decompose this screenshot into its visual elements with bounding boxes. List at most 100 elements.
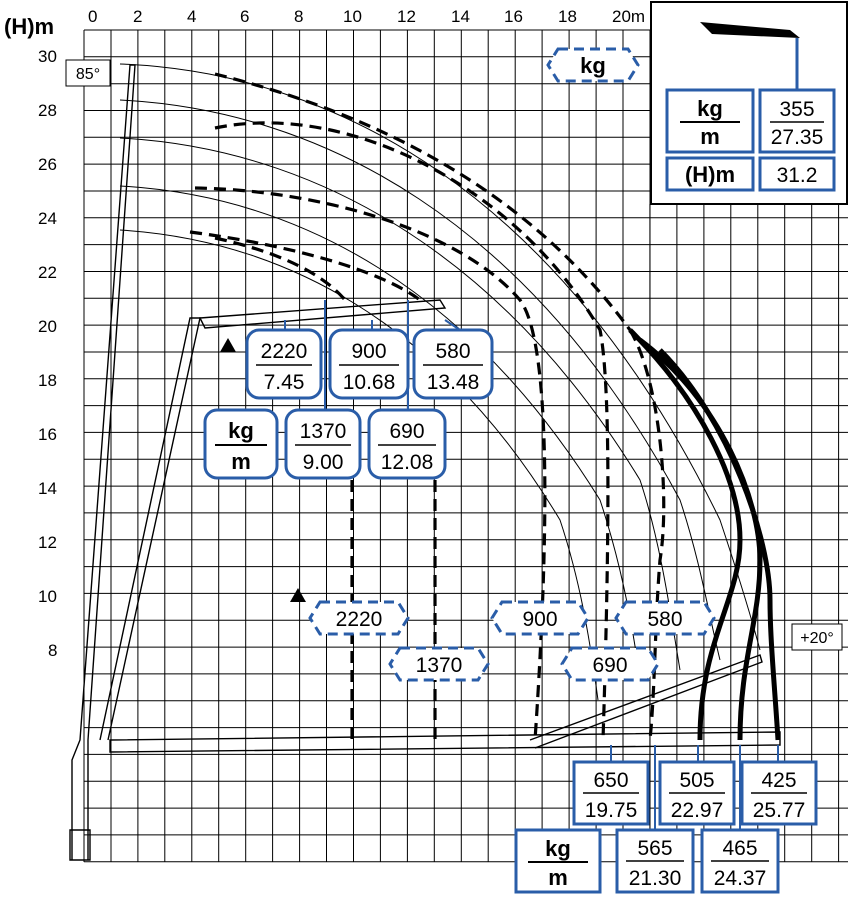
svg-text:22.97: 22.97 [671, 799, 724, 822]
boom-inclined [99, 317, 201, 741]
svg-text:1370: 1370 [416, 654, 463, 677]
load-curves-dashed [189, 72, 666, 741]
load-curve [628, 329, 666, 741]
lower-load-boxes: 650 19.75 505 22.97 425 25.77 kg m 565 2… [514, 745, 818, 894]
crane-schematic [69, 64, 781, 861]
legend-height-value-box [758, 156, 836, 192]
x-tick: 8 [294, 7, 303, 26]
svg-text:(H)m: (H)m [685, 162, 735, 187]
svg-text:21.30: 21.30 [629, 867, 682, 890]
y-axis-ticks: 30 28 26 24 22 20 18 16 14 12 10 8 [38, 47, 57, 660]
extension-curve [628, 328, 743, 741]
load-box-legend: kg m [203, 408, 279, 480]
load-curve [194, 186, 547, 741]
hex-label: 1370 [388, 646, 490, 682]
load-curves-extension [628, 328, 781, 741]
load-curve [214, 72, 632, 331]
load-box: 2220 7.45 [245, 328, 323, 400]
svg-text:24.37: 24.37 [714, 867, 767, 890]
y-tick: 30 [38, 47, 57, 66]
legend-height-label-box [665, 156, 755, 192]
angle-label-max: 85° [65, 59, 111, 87]
svg-text:465: 465 [722, 837, 757, 860]
svg-text:kg: kg [697, 96, 723, 121]
svg-text:690: 690 [389, 420, 424, 443]
load-box: 505 22.97 [658, 760, 736, 826]
load-box-legend: kg m [514, 828, 602, 894]
load-box: 650 19.75 [572, 760, 650, 826]
x-tick: 12 [397, 7, 416, 26]
svg-text:kg: kg [228, 418, 254, 443]
boom-angled-lower [529, 654, 763, 749]
y-tick: 20 [38, 317, 57, 336]
hex-label: 2220 [308, 600, 410, 636]
x-axis-ticks: 0 2 4 6 8 10 12 14 16 18 [88, 7, 577, 26]
y-tick: 12 [38, 533, 57, 552]
svg-text:m: m [231, 449, 251, 474]
boom-vertical [71, 64, 136, 860]
svg-text:2220: 2220 [336, 608, 383, 631]
svg-text:2220: 2220 [261, 340, 308, 363]
load-curve [214, 121, 610, 741]
y-tick: 14 [38, 479, 57, 498]
svg-text:580: 580 [435, 340, 470, 363]
legend-panel: kg m 355 27.35 (H)m 31.2 [650, 1, 848, 205]
boom-horizontal-upper [198, 299, 447, 329]
svg-text:12.08: 12.08 [381, 451, 434, 474]
x-tick: 14 [451, 7, 470, 26]
y-axis-unit: (H)m [4, 14, 54, 39]
y-tick: 24 [38, 209, 57, 228]
svg-text:85°: 85° [76, 66, 100, 83]
svg-text:13.48: 13.48 [427, 371, 480, 394]
boom-tip-icon [700, 22, 800, 38]
load-curve [189, 230, 421, 302]
svg-text:10.68: 10.68 [343, 371, 396, 394]
y-tick: 10 [38, 587, 57, 606]
x-tick: 0 [88, 7, 97, 26]
reach-arc [119, 63, 761, 651]
x-tick: 10 [343, 7, 362, 26]
svg-text:690: 690 [592, 654, 627, 677]
y-tick: 22 [38, 263, 57, 282]
y-tick: 8 [48, 641, 57, 660]
hex-label: 580 [614, 600, 716, 636]
y-tick: 18 [38, 371, 57, 390]
boom-horizontal-lower [109, 731, 781, 753]
legend-max-box [758, 88, 836, 154]
hex-labels: 2220 1370 900 690 580 [308, 600, 716, 682]
load-curve [214, 236, 347, 302]
y-tick: 16 [38, 425, 57, 444]
hex-label: 900 [490, 600, 590, 636]
svg-text:kg: kg [580, 53, 606, 78]
svg-text:580: 580 [647, 608, 682, 631]
svg-text:7.45: 7.45 [264, 371, 305, 394]
x-tick: 16 [504, 7, 523, 26]
kg-badge: kg [546, 47, 640, 83]
y-tick: 28 [38, 101, 57, 120]
svg-text:31.2: 31.2 [777, 164, 818, 187]
svg-text:kg: kg [545, 836, 571, 861]
x-tick: 6 [240, 7, 249, 26]
svg-text:505: 505 [679, 769, 714, 792]
load-box: 465 24.37 [700, 828, 780, 894]
extension-curve [658, 348, 781, 741]
svg-text:1370: 1370 [300, 420, 347, 443]
load-box: 425 25.77 [740, 760, 818, 826]
triangle-marker [220, 338, 236, 352]
triangle-marker [290, 588, 306, 602]
load-box: 565 21.30 [615, 828, 695, 894]
svg-text:m: m [700, 124, 720, 149]
load-box: 900 10.68 [328, 328, 410, 400]
crane-base [69, 829, 91, 861]
svg-text:+20°: +20° [800, 630, 834, 647]
svg-text:565: 565 [637, 837, 672, 860]
svg-text:m: m [548, 865, 568, 890]
svg-text:27.35: 27.35 [771, 126, 824, 149]
load-box: 580 13.48 [412, 328, 494, 400]
upper-load-boxes: 2220 7.45 900 10.68 580 13.48 kg m 1370 … [203, 300, 494, 480]
svg-text:25.77: 25.77 [753, 799, 806, 822]
x-tick: 4 [187, 7, 196, 26]
svg-text:355: 355 [779, 98, 814, 121]
svg-text:900: 900 [522, 608, 557, 631]
